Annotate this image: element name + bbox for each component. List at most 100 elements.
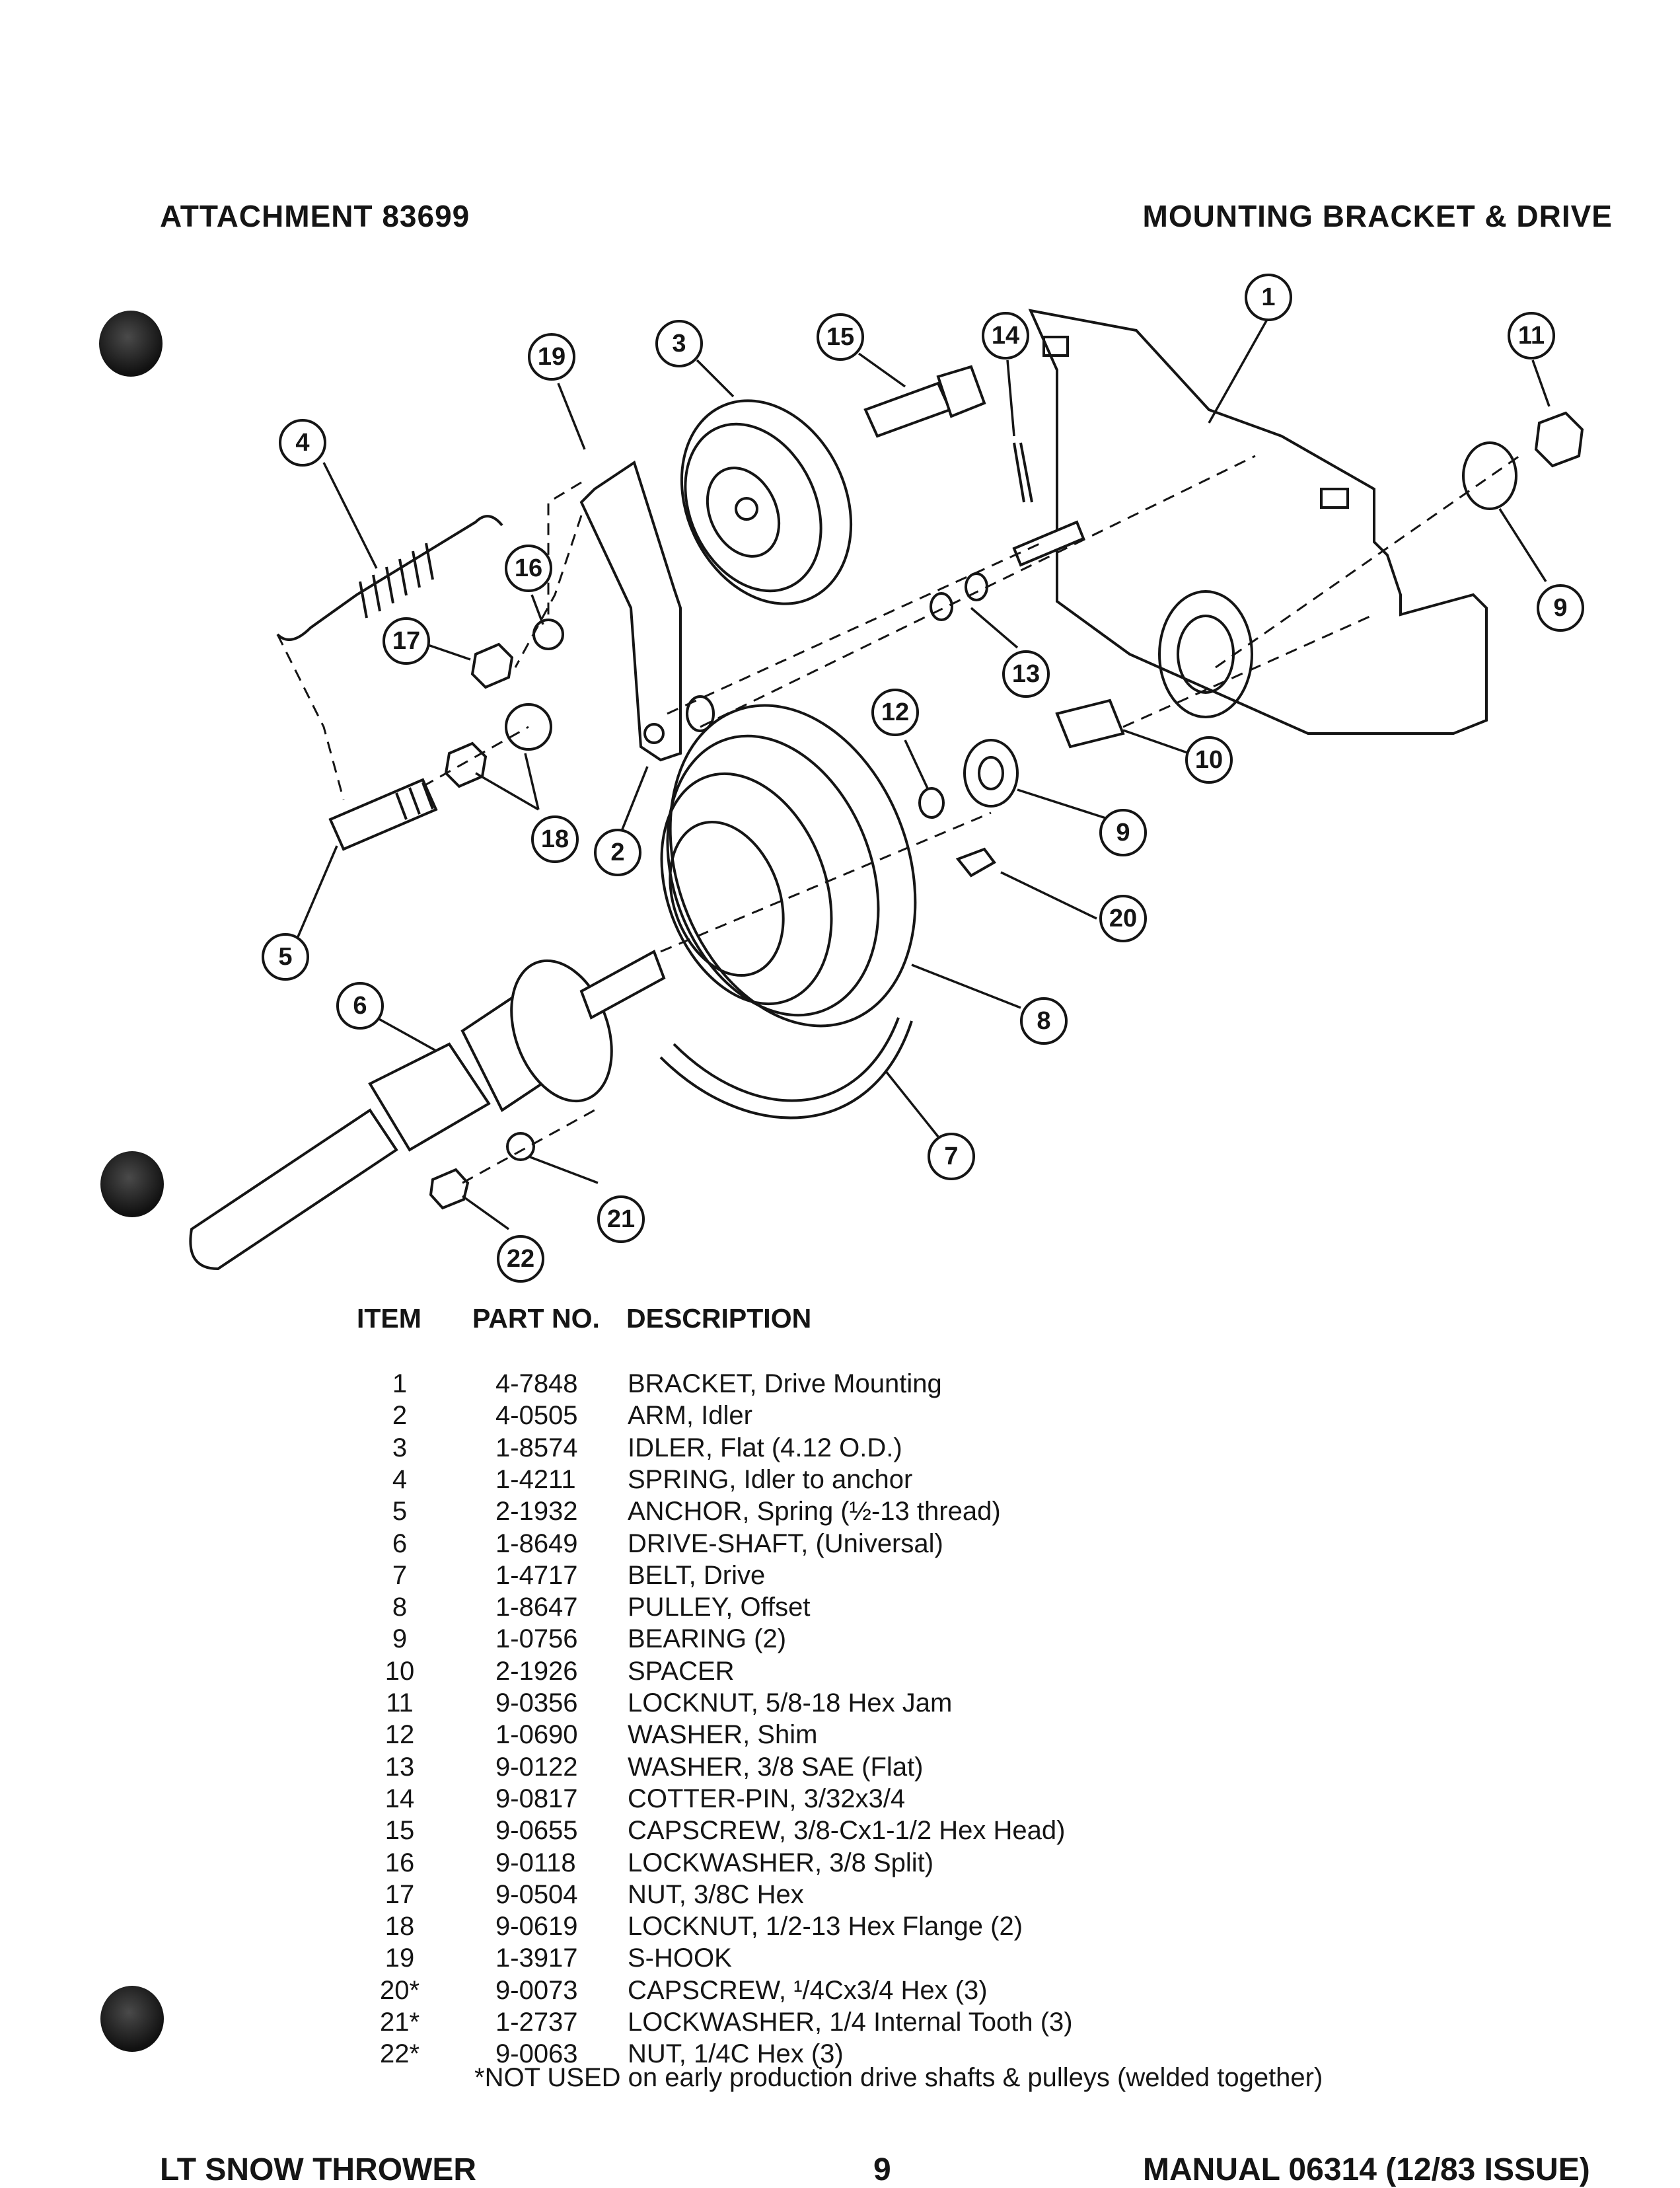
callout-2: 2	[594, 829, 641, 876]
bracket-drive-mounting	[1028, 309, 1488, 735]
callout-9-lower: 9	[1099, 809, 1147, 856]
part-description: BRACKET, Drive Mounting	[628, 1369, 942, 1398]
binder-hole-bottom	[100, 1986, 164, 2052]
part-description: DRIVE-SHAFT, (Universal)	[628, 1528, 943, 1558]
part-number: 1-8649	[495, 1528, 578, 1558]
svg-text:1: 1	[1261, 283, 1275, 311]
part-number: 1-8574	[495, 1433, 578, 1462]
callout-5: 5	[262, 933, 309, 981]
part-description: WASHER, Shim	[628, 1720, 818, 1750]
item-number: 19	[384, 1943, 415, 1973]
part-description: CAPSCREW, ¹/4Cx3/4 Hex (3)	[628, 1975, 988, 2005]
part-description: ARM, Idler	[628, 1401, 752, 1431]
part-description: NUT, 1/4C Hex (3)	[628, 2039, 844, 2069]
item-number: 14	[384, 1784, 415, 1813]
footer-manual: MANUAL 06314 (12/83 ISSUE)	[1143, 2152, 1590, 2187]
part-description: BEARING (2)	[628, 1624, 787, 1654]
part-number: 1-8647	[495, 1593, 578, 1622]
svg-text:21: 21	[607, 1205, 635, 1233]
part-description: LOCKNUT, 5/8-18 Hex Jam	[628, 1688, 953, 1717]
part-description: S-HOOK	[628, 1943, 732, 1973]
item-number: 20*	[379, 1975, 420, 2005]
item-number: 21*	[379, 2008, 420, 2037]
svg-text:3: 3	[672, 330, 686, 358]
svg-text:9: 9	[1116, 819, 1130, 847]
svg-text:2: 2	[610, 839, 624, 866]
svg-text:14: 14	[992, 322, 1019, 350]
part-number: 9-0063	[495, 2039, 578, 2069]
part-number: 1-4211	[495, 1464, 576, 1494]
part-number: 4-7848	[495, 1369, 578, 1398]
item-number: 13	[384, 1752, 415, 1782]
svg-text:16: 16	[515, 554, 542, 582]
callout-13: 13	[1002, 650, 1050, 698]
part-number: 9-0619	[495, 1912, 578, 1942]
part-description: IDLER, Flat (4.12 O.D.)	[628, 1433, 902, 1462]
svg-text:6: 6	[353, 992, 367, 1020]
callout-9-upper: 9	[1537, 584, 1584, 632]
part-description: LOCKWASHER, 3/8 Split)	[628, 1848, 934, 1877]
item-number: 9	[392, 1624, 408, 1654]
item-number: 15	[384, 1816, 415, 1846]
svg-text:18: 18	[541, 825, 569, 853]
callout-12: 12	[871, 689, 919, 736]
item-number: 6	[392, 1528, 408, 1558]
svg-text:4: 4	[295, 429, 309, 457]
part-number: 1-0756	[495, 1624, 578, 1654]
item-number: 12	[384, 1720, 415, 1750]
svg-text:8: 8	[1037, 1007, 1050, 1035]
callout-18: 18	[531, 815, 579, 863]
part-number: 1-0690	[495, 1720, 578, 1750]
part-description: BELT, Drive	[628, 1560, 766, 1590]
svg-text:7: 7	[944, 1143, 958, 1170]
item-number: 18	[384, 1912, 415, 1942]
item-number: 1	[392, 1369, 408, 1398]
callout-21: 21	[597, 1195, 645, 1243]
callout-10: 10	[1185, 736, 1233, 784]
callout-14: 14	[982, 312, 1029, 359]
callout-4: 4	[279, 419, 326, 467]
callout-11: 11	[1508, 312, 1555, 359]
item-number: 5	[392, 1497, 408, 1527]
item-number: 3	[392, 1433, 408, 1462]
callout-22: 22	[497, 1235, 544, 1283]
svg-text:15: 15	[826, 323, 854, 351]
part-number: 1-4717	[495, 1560, 578, 1590]
part-number: 9-0504	[495, 1879, 578, 1909]
svg-text:17: 17	[392, 627, 420, 655]
part-number: 2-1926	[495, 1656, 578, 1686]
part-description: WASHER, 3/8 SAE (Flat)	[628, 1752, 924, 1782]
item-number: 17	[384, 1879, 415, 1909]
part-description: LOCKWASHER, 1/4 Internal Tooth (3)	[628, 2008, 1073, 2037]
part-description: PULLEY, Offset	[628, 1593, 811, 1622]
footer-product: LT SNOW THROWER	[160, 2152, 477, 2187]
binder-hole-middle	[100, 1151, 164, 1217]
callout-6: 6	[336, 982, 384, 1030]
callout-1: 1	[1245, 274, 1292, 321]
attachment-title: ATTACHMENT 83699	[160, 199, 470, 233]
column-header-description: DESCRIPTION	[626, 1303, 812, 1334]
callout-15: 15	[817, 313, 864, 361]
part-description: LOCKNUT, 1/2-13 Hex Flange (2)	[628, 1912, 1023, 1942]
section-title: MOUNTING BRACKET & DRIVE	[1142, 199, 1613, 233]
callout-19: 19	[528, 333, 575, 381]
column-header-part-no: PART NO.	[472, 1303, 600, 1334]
part-number: 9-0118	[495, 1848, 576, 1877]
callout-7: 7	[928, 1133, 975, 1180]
svg-text:20: 20	[1109, 905, 1137, 932]
item-number: 7	[392, 1560, 408, 1590]
part-number: 9-0356	[495, 1688, 578, 1717]
footnote: *NOT USED on early production drive shaf…	[474, 2063, 1323, 2092]
item-number: 16	[384, 1848, 415, 1877]
svg-text:9: 9	[1553, 594, 1567, 622]
item-number: 10	[384, 1656, 415, 1686]
callout-8: 8	[1020, 997, 1068, 1045]
part-description: ANCHOR, Spring (½-13 thread)	[628, 1497, 1001, 1527]
item-number: 11	[386, 1688, 414, 1717]
part-description: NUT, 3/8C Hex	[628, 1879, 804, 1909]
part-description: SPACER	[628, 1656, 735, 1686]
binder-hole-top	[99, 311, 163, 377]
item-number: 8	[392, 1593, 408, 1622]
svg-text:22: 22	[507, 1245, 534, 1273]
part-number: 9-0073	[495, 1975, 578, 2005]
